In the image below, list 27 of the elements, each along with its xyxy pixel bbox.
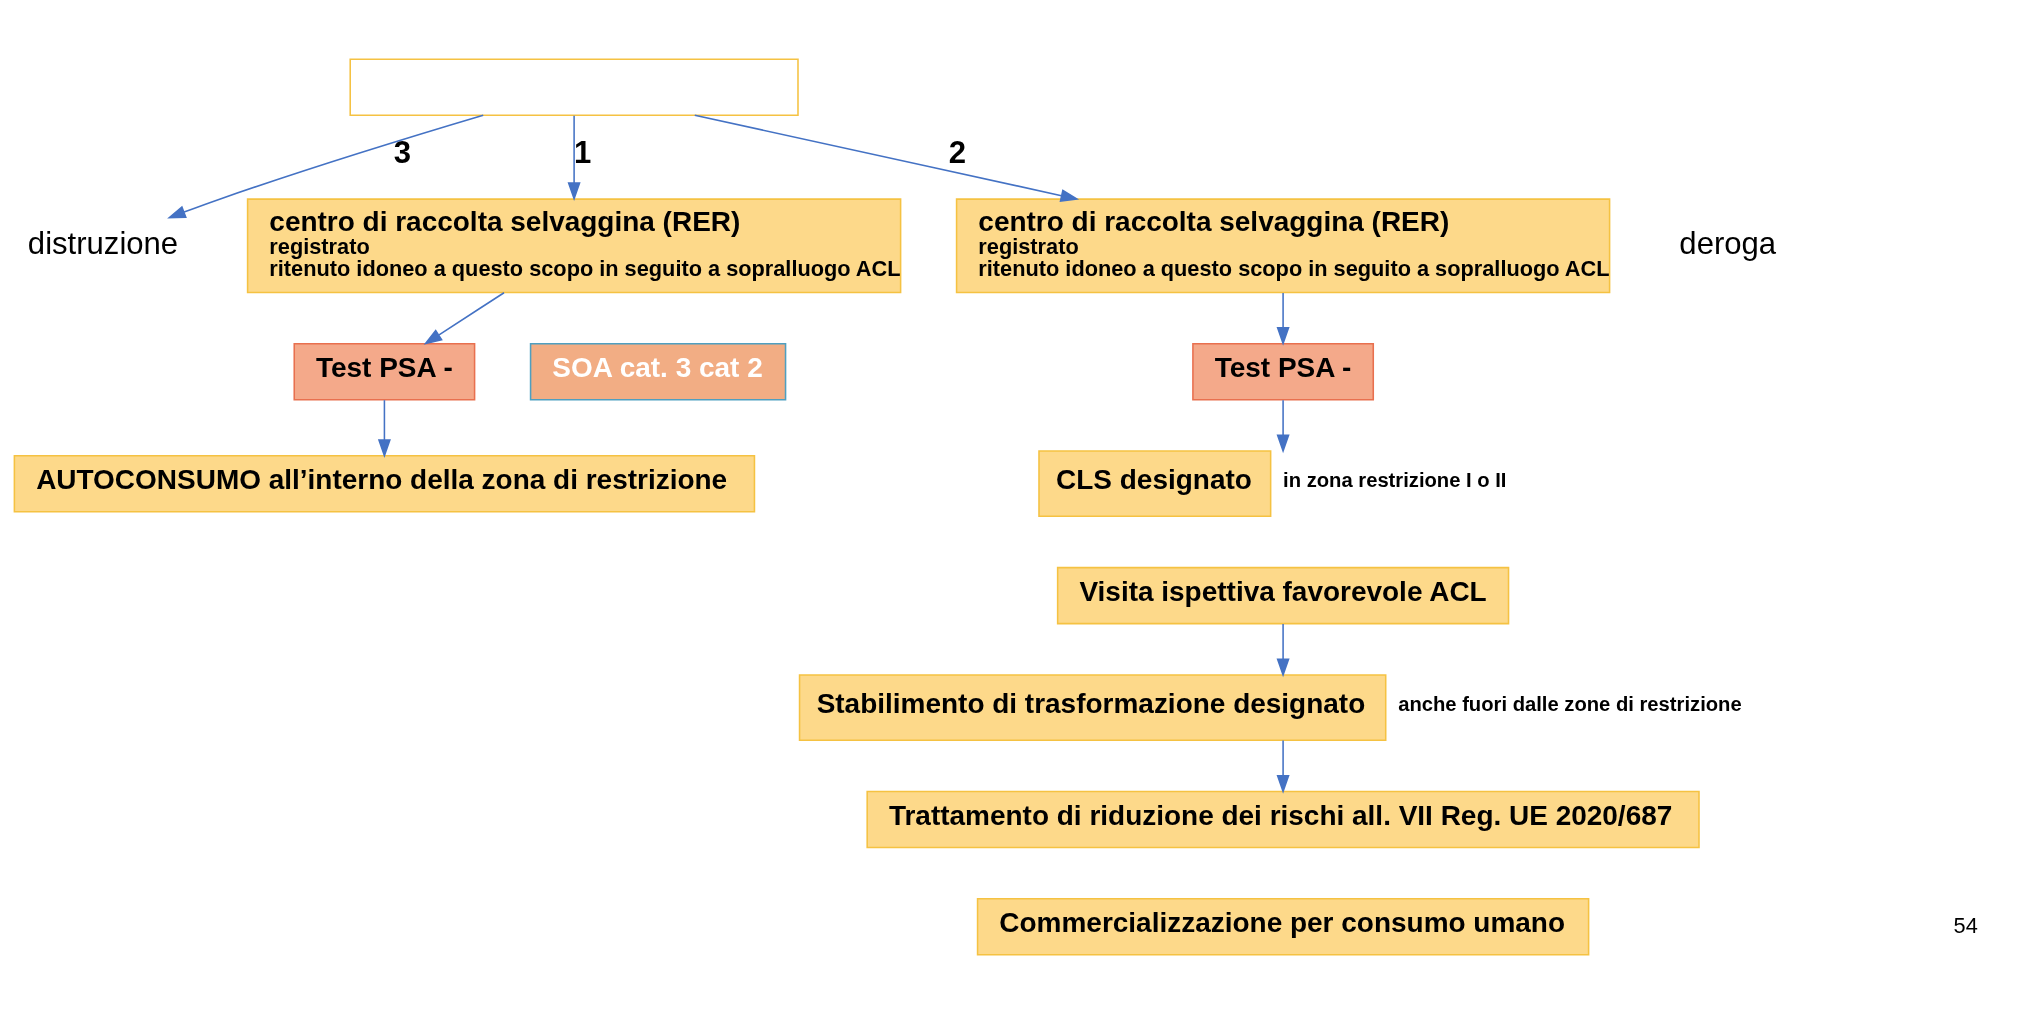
arrow: [167, 114, 484, 219]
arrow: [423, 291, 505, 345]
node-box: SOA cat. 3 cat 2: [529, 342, 787, 401]
arrow: [1276, 399, 1290, 454]
edge-label: 1: [574, 135, 592, 171]
node-box: Visita ispettiva favorevole ACL: [1056, 566, 1510, 625]
node-box: Trattamento di riduzione dei rischi all. VII Reg. UE 2020/687: [866, 790, 1700, 849]
node-box: Test PSA -: [1192, 342, 1375, 401]
edge-label: 3: [393, 135, 412, 171]
label: deroga: [1679, 225, 1777, 261]
node-box: centro di raccolta selvaggina (RER) registrato ritenuto idoneo a questo scopo in seguito a sopralluogo ACL: [955, 198, 1611, 294]
label: 54: [1953, 912, 1978, 938]
node-label: anche fuori dalle zone di restrizione: [1398, 693, 1742, 716]
arrow: [567, 115, 581, 201]
arrow: [1276, 292, 1290, 346]
node-box: centro di raccolta selvaggina (RER) registrato ritenuto idoneo a questo scopo in seguito a sopralluogo ACL: [246, 198, 902, 294]
node-box: AUTOCONSUMO all’interno della zona di restrizione: [13, 454, 756, 513]
arrow: [1276, 739, 1290, 794]
node-text: distruzione: [27, 225, 179, 261]
arrow: [694, 114, 1080, 202]
node-label: in zona restrizione I o II: [1283, 469, 1507, 492]
node-box: Test PSA -: [293, 342, 476, 401]
edge-label: 2: [948, 135, 967, 171]
node-box: Commercializzazione per consumo umano: [976, 898, 1590, 956]
node-box: [349, 58, 799, 116]
arrow: [1276, 623, 1290, 678]
arrow: [377, 399, 391, 458]
